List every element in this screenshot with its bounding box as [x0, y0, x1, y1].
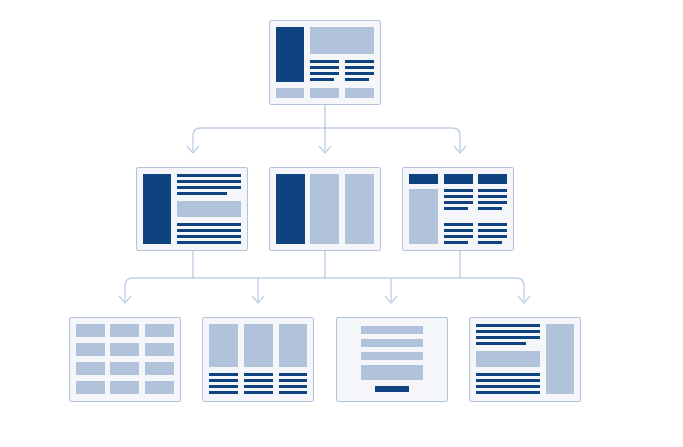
- text-lines-top: [476, 324, 540, 345]
- arrow-to-l3-c: [384, 295, 398, 304]
- text-lines: [209, 373, 307, 394]
- text-lines-top: [177, 174, 241, 195]
- grid-cells: [76, 324, 174, 394]
- dark-column: [276, 174, 305, 244]
- arrow-to-l3-b: [251, 295, 265, 304]
- submit-button-block: [375, 386, 409, 392]
- wireframe-l3-d: [469, 317, 581, 402]
- light-sidebar: [409, 189, 438, 244]
- arrow-to-l2-a: [186, 145, 200, 154]
- light-column: [310, 174, 339, 244]
- wireframe-root: [269, 20, 381, 105]
- image-block: [177, 201, 241, 217]
- light-column: [345, 174, 374, 244]
- text-lines: [310, 60, 374, 81]
- text-lines-bottom: [177, 223, 241, 244]
- hero-block: [310, 27, 374, 54]
- wireframe-l3-a: [69, 317, 181, 402]
- light-sidebar: [546, 324, 574, 394]
- text-lines-bottom: [476, 373, 540, 394]
- dark-sidebar: [276, 27, 304, 82]
- header-tabs: [409, 174, 507, 184]
- wireframe-l3-c: [336, 317, 448, 402]
- arrow-to-l3-a: [118, 295, 132, 304]
- image-block: [476, 351, 540, 367]
- text-lines: [444, 189, 507, 244]
- card-frame: [69, 317, 181, 402]
- panels: [209, 324, 307, 367]
- wireframe-l2-b: [269, 167, 381, 251]
- wireframe-l2-a: [136, 167, 248, 251]
- connector-level2-bus: [192, 127, 461, 151]
- arrow-to-l3-d: [517, 295, 531, 304]
- wireframe-l3-b: [202, 317, 314, 402]
- wireframe-l2-c: [402, 167, 514, 251]
- connector-level3-bus: [124, 277, 525, 301]
- form-fields: [361, 326, 423, 380]
- dark-sidebar: [143, 174, 171, 244]
- footer-blocks: [276, 88, 374, 98]
- arrow-to-l2-b: [318, 145, 332, 154]
- arrow-to-l2-c: [453, 145, 467, 154]
- connectors: [118, 105, 531, 304]
